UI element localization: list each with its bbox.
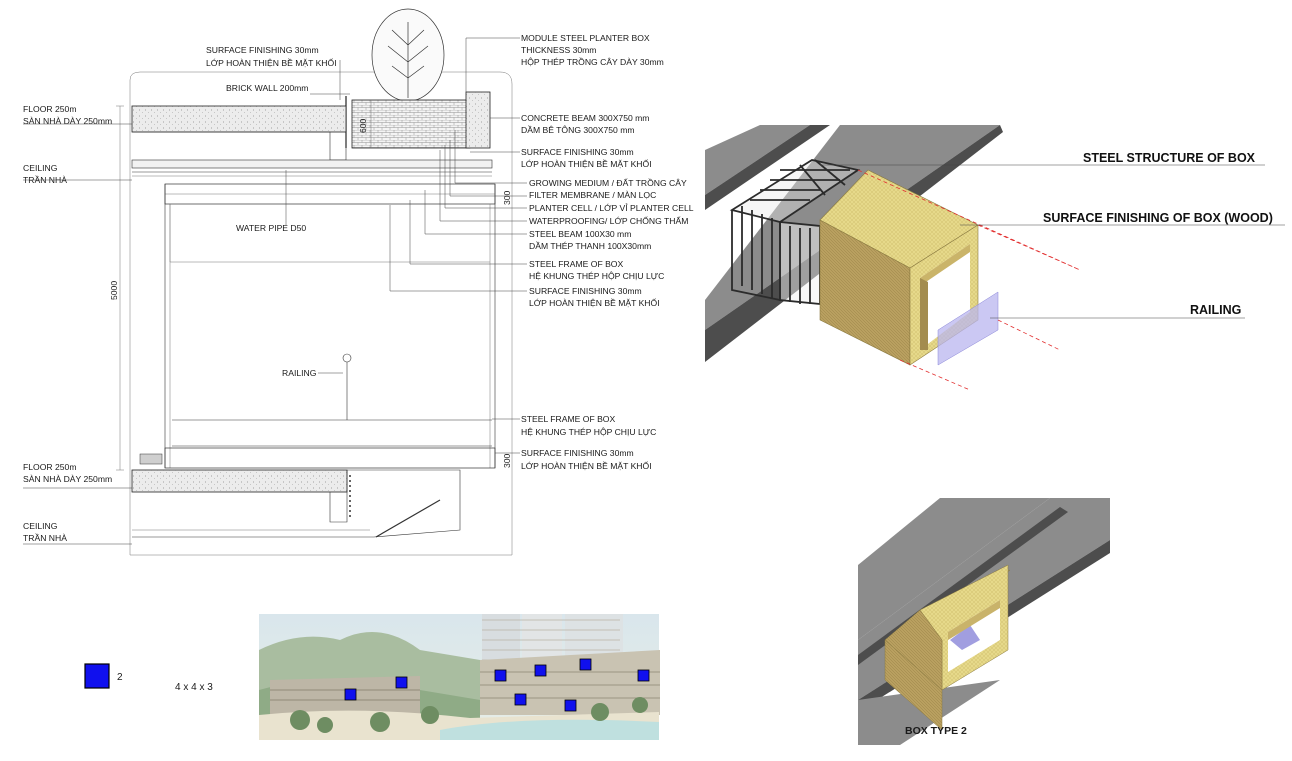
legend-swatch [84, 663, 110, 689]
floor-label-en: FLOOR 250m [23, 104, 77, 114]
steel-frame-label-1: STEEL FRAME OF BOX [529, 259, 623, 269]
steel-frame-bottom-label-2: HỆ KHUNG THÉP HỘP CHỊU LỰC [521, 427, 656, 437]
iso-exploded-view: STEEL STRUCTURE OF BOX SURFACE FINISHING… [705, 125, 1285, 391]
steel-frame-bottom-label-1: STEEL FRAME OF BOX [521, 414, 615, 424]
railing-glass [937, 291, 999, 366]
planter-label-1: MODULE STEEL PLANTER BOX [521, 33, 650, 43]
planter-cell-label: PLANTER CELL / LỚP VỈ PLANTER CELL [529, 202, 694, 213]
box-type-2-label: BOX TYPE 2 [905, 725, 967, 737]
legend-count: 2 [117, 672, 123, 683]
ceiling-label-vn-2: TRẦN NHÀ [23, 533, 67, 543]
dim-600: 600 [358, 118, 368, 133]
railing-element [342, 353, 352, 420]
surface-label-top-2: LỚP HOÀN THIỆN BỀ MẶT KHỐI [206, 57, 337, 68]
steel-frame-label-2: HỆ KHUNG THÉP HỘP CHỊU LỰC [529, 271, 664, 281]
tree-icon [371, 8, 445, 102]
floor-label-vn: SÀN NHÀ DÀY 250mm [23, 116, 112, 126]
surface-label-bottom-2: LỚP HOÀN THIỆN BỀ MẶT KHỐI [521, 460, 652, 471]
top-floor-slab [131, 105, 347, 133]
steel-structure-label: STEEL STRUCTURE OF BOX [1083, 151, 1256, 165]
surface-label-top-1: SURFACE FINISHING 30mm [206, 45, 319, 55]
dim-300-bottom: 300 [502, 453, 512, 468]
planter-label-3: HỘP THÉP TRỒNG CÂY DÀY 30mm [521, 56, 664, 67]
planter-label-2: THICKNESS 30mm [521, 45, 596, 55]
water-pipe-label: WATER PIPE D50 [236, 223, 306, 233]
box-type-2-view: BOX TYPE 2 [858, 498, 1110, 745]
railing-label-iso: RAILING [1190, 303, 1241, 317]
legend: 2 4 x 4 x 3 [84, 663, 213, 693]
floor-label-vn-2: SÀN NHÀ DÀY 250mm [23, 474, 112, 484]
growing-medium-label: GROWING MEDIUM / ĐẤT TRỒNG CÂY [529, 177, 687, 188]
ceiling-label-en-2: CEILING [23, 521, 58, 531]
dim-5000: 5000 [109, 281, 119, 300]
section-boundary [129, 71, 513, 556]
steel-beam-label-1: STEEL BEAM 100X30 mm [529, 229, 631, 239]
surface-label-bottom-1: SURFACE FINISHING 30mm [521, 448, 634, 458]
steel-frame-bottom [164, 447, 496, 469]
surface-finishing-box-label: SURFACE FINISHING OF BOX (WOOD) [1043, 211, 1273, 225]
dim-300-top: 300 [502, 190, 512, 205]
brick-wall-label: BRICK WALL 200mm [226, 83, 308, 93]
box-markers [344, 658, 650, 712]
left-labels: FLOOR 250m SÀN NHÀ DÀY 250mm CEILING TRẦ… [23, 104, 132, 545]
surface-right-label-2: LỚP HOÀN THIỆN BỀ MẶT KHỐI [521, 158, 652, 169]
surface-label-mid-2: LỚP HOÀN THIỆN BỀ MẶT KHỐI [529, 297, 660, 308]
ceiling-top [131, 159, 493, 169]
waterproofing-label: WATERPROOFING/ LỚP CHỐNG THẤM [529, 215, 688, 226]
surface-label-mid-1: SURFACE FINISHING 30mm [529, 286, 642, 296]
floor-label-en-2: FLOOR 250m [23, 462, 77, 472]
steel-beam-label-2: DẦM THÉP THANH 100X30mm [529, 241, 651, 251]
ceiling-label-en: CEILING [23, 163, 58, 173]
filter-membrane-label: FILTER MEMBRANE / MÀN LỌC [529, 190, 656, 200]
concrete-beam [465, 91, 491, 149]
planter-box [351, 99, 471, 149]
right-labels: MODULE STEEL PLANTER BOX THICKNESS 30mm … [389, 33, 694, 471]
site-photo [259, 614, 660, 740]
concrete-beam-label-1: CONCRETE BEAM 300X750 mm [521, 113, 649, 123]
railing-label-section: RAILING [282, 368, 317, 378]
bottom-floor-slab [131, 469, 348, 493]
section-drawing: 5000 600 300 300 FLOOR 250m SÀN NHÀ DÀY … [23, 8, 694, 556]
concrete-beam-label-2: DẦM BÊ TÔNG 300X750 mm [521, 125, 635, 135]
legend-size: 4 x 4 x 3 [175, 682, 213, 693]
steel-cage [729, 159, 861, 305]
surface-right-label-1: SURFACE FINISHING 30mm [521, 147, 634, 157]
